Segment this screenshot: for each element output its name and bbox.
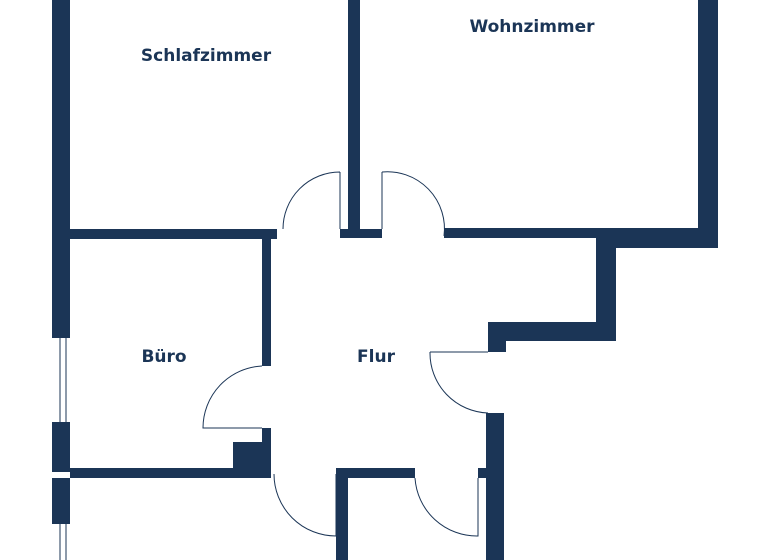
wall-living-bottom bbox=[444, 228, 616, 238]
wall-living-right bbox=[698, 0, 718, 248]
wall-bedroom-bottom bbox=[70, 229, 277, 239]
wall-kink-horizontal bbox=[488, 322, 616, 341]
door-living bbox=[381, 171, 445, 237]
wall-hall-right-lower bbox=[486, 413, 504, 560]
wall-outer-left-middle bbox=[52, 422, 70, 472]
walls bbox=[52, 0, 718, 560]
wall-outer-left-upper bbox=[52, 0, 70, 338]
wall-bottom-room-left bbox=[336, 468, 348, 560]
wall-bedroom-living-divider bbox=[348, 0, 360, 236]
wall-door-pier bbox=[340, 229, 382, 238]
doors bbox=[202, 171, 489, 537]
room-label-flur: Flur bbox=[357, 347, 395, 367]
room-label-wohnzimmer: Wohnzimmer bbox=[469, 17, 595, 37]
door-office bbox=[202, 365, 263, 429]
door-hall-right bbox=[429, 351, 489, 414]
door-lower-left bbox=[273, 473, 337, 537]
windows bbox=[59, 338, 67, 560]
room-label-schlafzimmer: Schlafzimmer bbox=[140, 46, 272, 66]
wall-kink-stub bbox=[488, 322, 506, 352]
wall-office-bottom bbox=[70, 468, 271, 478]
wall-kink-vertical bbox=[596, 228, 616, 341]
wall-office-right-upper bbox=[262, 236, 271, 366]
door-bedroom bbox=[282, 171, 341, 230]
wall-outer-left-lower bbox=[52, 478, 70, 524]
wall-living-bottom-right bbox=[596, 228, 718, 248]
room-label-buero: Büro bbox=[141, 347, 187, 367]
wall-bottom-room-top-right bbox=[478, 468, 488, 478]
wall-bottom-room-top bbox=[336, 468, 415, 478]
door-lower-right bbox=[414, 477, 479, 537]
